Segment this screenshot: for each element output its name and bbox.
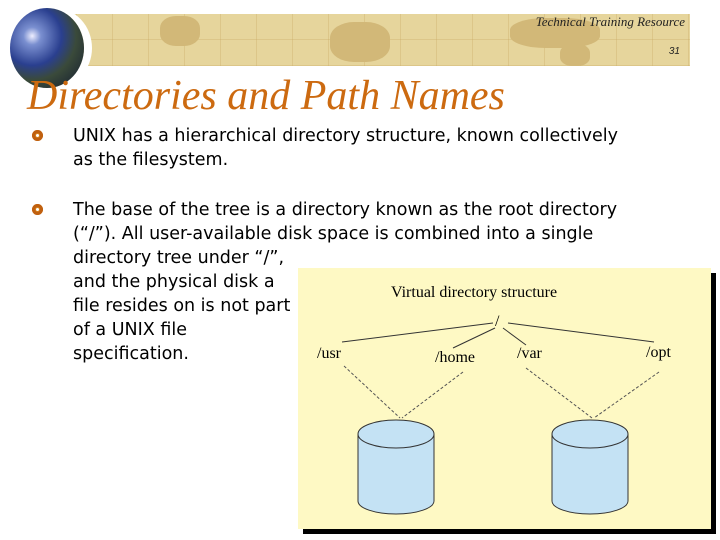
globe-logo-icon xyxy=(10,8,84,88)
dir-opt: /opt xyxy=(646,344,671,361)
bullet-2-line: specification. xyxy=(73,344,189,364)
bullet-2-line: and the physical disk a xyxy=(73,272,275,292)
tree-edge xyxy=(507,322,655,343)
tree-edge xyxy=(341,322,494,343)
dir-var: /var xyxy=(517,345,543,362)
mount-edge xyxy=(401,371,464,419)
dir-usr: /usr xyxy=(317,345,342,362)
tree-edge xyxy=(452,327,496,349)
bullet-2-line: of a UNIX file xyxy=(73,320,187,340)
header-banner xyxy=(40,14,690,66)
mount-edge xyxy=(525,367,593,419)
page-title: Directories and Path Names xyxy=(27,73,505,119)
diagram-title: Virtual directory structure xyxy=(391,284,557,301)
bullet-icon xyxy=(32,204,43,215)
bullet-2-line: (“/”). All user-available disk space is … xyxy=(73,224,594,244)
bullet-icon xyxy=(32,130,43,141)
mount-edge xyxy=(593,371,660,419)
directory-diagram: Virtual directory structure / /usr /home… xyxy=(298,268,711,529)
bullet-2-line: directory tree under “/”, xyxy=(73,248,285,268)
bullet-1-line: UNIX has a hierarchical directory struct… xyxy=(73,126,618,146)
root-label: / xyxy=(495,313,500,330)
tree-edge xyxy=(502,327,527,346)
bullet-2-line: The base of the tree is a directory know… xyxy=(73,200,618,220)
bullet-2-line: file resides on is not part xyxy=(73,296,291,316)
dir-home: /home xyxy=(435,349,475,366)
disk-icon xyxy=(551,419,629,515)
disk-icon xyxy=(357,419,435,515)
resource-label: Technical Training Resource xyxy=(535,14,685,29)
page-number: 31 xyxy=(668,46,680,57)
bullet-1-line: as the filesystem. xyxy=(73,150,229,170)
mount-edge xyxy=(343,365,401,419)
